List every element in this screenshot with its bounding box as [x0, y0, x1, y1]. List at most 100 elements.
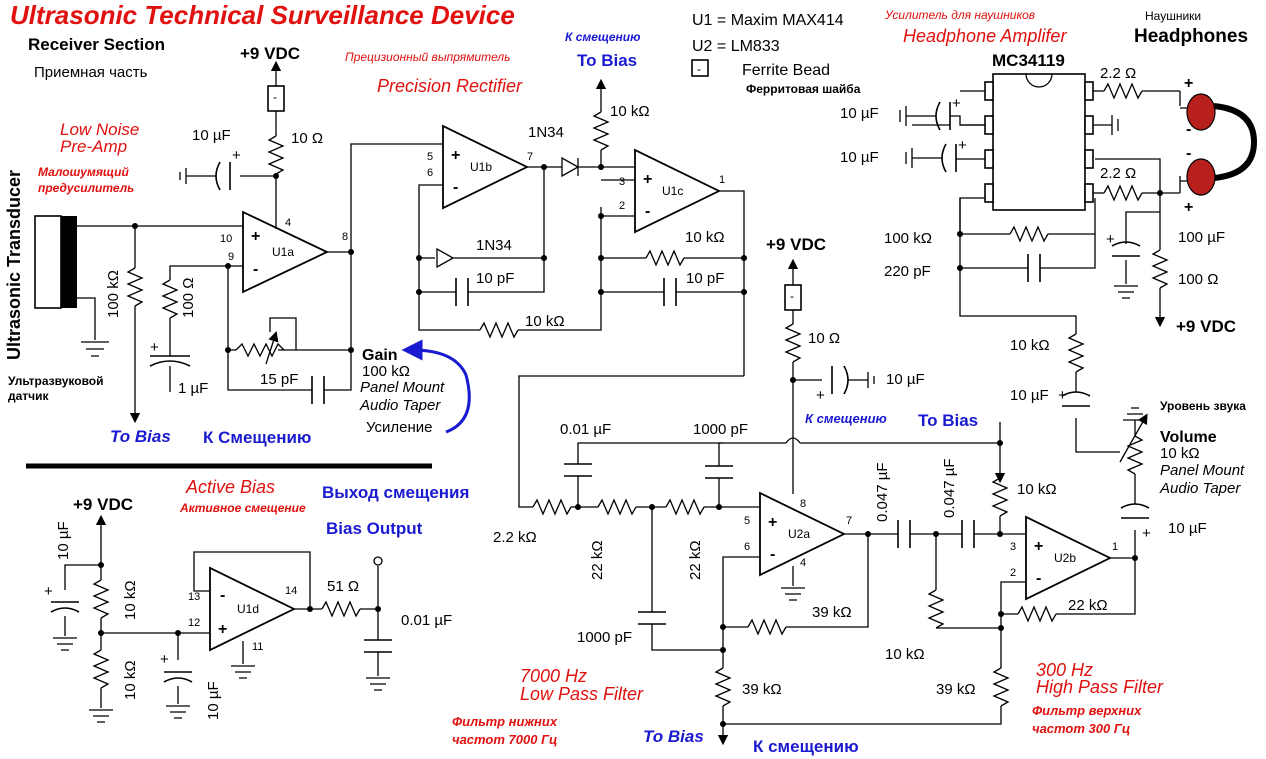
u1d-pin11: 11 [252, 641, 263, 653]
ferrite-bead-symbol: - [697, 62, 701, 76]
preamp-ru-1: Малошумящий [38, 165, 129, 179]
cap-10uf-u1a [215, 161, 231, 191]
resistor-10k-u1c [645, 249, 685, 267]
u1b-pin6: 6 [427, 167, 433, 179]
cap-001uf [564, 463, 592, 477]
supply-u1a: +9 VDC [240, 44, 300, 63]
cap-0047uf-1 [897, 520, 911, 548]
cap-10uf-hpf-out [1120, 503, 1150, 519]
receiver-section-label: Receiver Section [28, 35, 165, 54]
transducer-element [34, 215, 62, 309]
supply-bias: +9 VDC [73, 495, 133, 514]
resistor-39k-bias-lpf [714, 667, 732, 707]
resistor-22k-1-label: 22 kΩ [589, 540, 606, 580]
cap-10uf-bias-1-plus: + [44, 583, 53, 600]
transducer-label: Ultrasonic Transducer [4, 170, 24, 360]
u2a-pin8: 8 [800, 498, 806, 510]
resistor-100ohm [161, 279, 179, 319]
mc34119-chip [992, 73, 1086, 211]
bias-output-label: Bias Output [326, 519, 423, 538]
opamp-u1a-label: U1a [272, 245, 294, 259]
cap-001uf-label: 0.01 µF [560, 421, 611, 438]
to-bias-preamp: To Bias [110, 427, 171, 446]
cap-10uf-bias-2 [163, 671, 193, 683]
headphone-plus-2: + [1184, 199, 1193, 216]
chip-pins-left [984, 81, 994, 203]
volume-value: 10 kΩ [1160, 445, 1200, 462]
cap-0047uf-1-label: 0.047 µF [874, 462, 891, 522]
cap-1000pf-top-label: 1000 pF [693, 421, 748, 438]
u2b-pin1: 1 [1112, 541, 1118, 553]
headphone-minus-1: - [1186, 121, 1191, 138]
cap-100uf-label: 100 µF [1178, 229, 1225, 246]
lpf-label-2: Low Pass Filter [520, 684, 644, 704]
ferrite-bead-u2a-symbol: - [790, 289, 794, 303]
resistor-100k-hp-fb [1009, 225, 1049, 243]
resistor-2-2ohm-top-label: 2.2 Ω [1100, 65, 1136, 82]
lpf-label-1: 7000 Hz [520, 666, 587, 686]
diode-1n34-bottom-label: 1N34 [476, 237, 512, 254]
legend-u2: U2 = LM833 [692, 38, 780, 55]
hp-amp-ru: Усилитель для наушников [884, 8, 1035, 22]
gain-line1: Panel Mount [360, 379, 445, 396]
u2a-pin4: 4 [800, 557, 806, 569]
active-bias-label: Active Bias [185, 477, 275, 497]
cap-10uf-hp-2 [941, 143, 957, 173]
resistor-51ohm-label: 51 Ω [327, 578, 359, 595]
opamp-u1d [209, 566, 297, 652]
resistor-2-2ohm-top [1103, 82, 1143, 100]
u1a-pin8: 8 [342, 231, 348, 243]
cap-220pf-label: 220 pF [884, 263, 931, 280]
gain-value: 100 kΩ [362, 363, 410, 380]
bias-output-ru: Выход смещения [322, 483, 469, 502]
cap-0047uf-2 [961, 520, 975, 548]
resistor-39k-u2a-label: 39 kΩ [812, 604, 852, 621]
resistor-2-2k [532, 498, 572, 516]
resistor-10k-hpf-shunt [927, 589, 945, 629]
opamp-u2a-label: U2a [788, 527, 810, 541]
cap-1uf-label: 1 µF [178, 380, 208, 397]
u1c-minus: - [645, 203, 650, 220]
bias-output-terminal[interactable] [373, 556, 383, 566]
resistor-10k-hpf-shunt-label: 10 kΩ [885, 646, 925, 663]
cap-100uf-plus: + [1106, 231, 1115, 248]
resistor-100k-bias [126, 267, 144, 307]
resistor-22k-hpf [1017, 605, 1057, 623]
resistor-100k-label: 100 kΩ [105, 270, 122, 318]
volume-pot[interactable] [1126, 435, 1144, 475]
resistor-100ohm-hp [1151, 249, 1169, 289]
cap-10uf-bias-2-plus: + [160, 651, 169, 668]
u1c-plus: + [643, 171, 652, 188]
opamp-u1b [442, 124, 530, 210]
volume-title: Volume [1160, 429, 1217, 446]
u1b-plus: + [451, 147, 460, 164]
k-smesh-bottom: К смещению [753, 737, 859, 756]
resistor-2-2ohm-bottom [1103, 184, 1143, 202]
to-bias-mid: To Bias [918, 411, 978, 430]
k-smesh-preamp: К Смещению [203, 428, 311, 447]
resistor-22k-2 [665, 498, 705, 516]
u2a-pin6: 6 [744, 541, 750, 553]
u2a-plus: + [768, 514, 777, 531]
u1d-pin13: 13 [188, 591, 200, 603]
volume-ru: Уровень звука [1160, 399, 1246, 413]
headphone-plus-1: + [1184, 75, 1193, 92]
headphone-left-speaker [1186, 93, 1216, 131]
preamp-label-2: Pre-Amp [60, 137, 127, 156]
chip-label: MC34119 [992, 51, 1065, 70]
cap-1000pf-bottom [638, 611, 666, 625]
lpf-ru-1: Фильтр нижних [452, 714, 558, 729]
resistor-10ohm-u1a-label: 10 Ω [291, 130, 323, 147]
supply-hp: +9 VDC [1176, 317, 1236, 336]
gain-pot[interactable] [235, 342, 285, 358]
u1a-pin4: 4 [285, 217, 291, 229]
resistor-10k-u1c-label: 10 kΩ [685, 229, 725, 246]
u1c-pin3: 3 [619, 176, 625, 188]
diode-1n34-top-label: 1N34 [528, 124, 564, 141]
resistor-39k-bias-hpf-label: 39 kΩ [936, 681, 976, 698]
resistor-10k-hpf-top-label: 10 kΩ [1017, 481, 1057, 498]
cap-10uf-hp-1 [935, 101, 951, 131]
resistor-10k-bias-bottom-label: 10 kΩ [122, 660, 139, 700]
cap-100uf [1111, 241, 1141, 257]
cap-10pf-right [663, 278, 677, 306]
